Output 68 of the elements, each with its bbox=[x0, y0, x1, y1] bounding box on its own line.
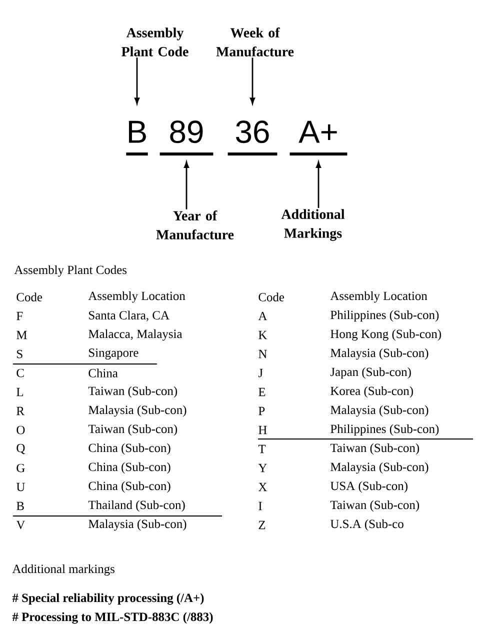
code-letter: N bbox=[258, 350, 267, 358]
code-letter: Y bbox=[258, 464, 267, 472]
location-text: Japan (Sub-con) bbox=[330, 367, 411, 379]
location-text: Hong Kong (Sub-con) bbox=[330, 329, 441, 341]
annotation-label: Year of Manufacture bbox=[156, 210, 234, 240]
location-text: Thailand (Sub-con) bbox=[88, 500, 185, 512]
table-header: Assembly Location bbox=[330, 291, 428, 303]
location-text: Philippines (Sub-con) bbox=[330, 424, 439, 436]
location-text: Malaysia (Sub-con) bbox=[88, 405, 186, 417]
location-text: Santa Clara, CA bbox=[89, 310, 170, 322]
location-text: Philippines (Sub-con) bbox=[330, 310, 439, 322]
location-text: Malaysia (Sub-con) bbox=[330, 405, 428, 417]
underlined-code-character: B bbox=[126, 120, 148, 156]
location-text: Malaysia (Sub-con) bbox=[330, 348, 428, 360]
code-letter: T bbox=[258, 444, 266, 454]
code-letter: J bbox=[258, 368, 263, 378]
code-letter: O bbox=[16, 426, 25, 434]
location-text: Korea (Sub-con) bbox=[330, 386, 413, 398]
code-letter: H bbox=[258, 426, 267, 434]
arrow bbox=[184, 162, 190, 210]
location-text: Malaysia (Sub-con) bbox=[88, 519, 186, 531]
note: # Processing to MIL-STD-883C (/883) bbox=[12, 612, 213, 624]
table-header: Assembly Location bbox=[88, 291, 186, 303]
annotation-label: Week of Manufacture bbox=[216, 28, 294, 56]
arrow bbox=[316, 162, 322, 208]
note: # Special reliability processing (/A+) bbox=[12, 593, 204, 605]
arrow bbox=[134, 58, 140, 104]
underlined-code-character: 89 bbox=[160, 120, 214, 156]
arrow bbox=[250, 58, 256, 104]
annotation-label: Assembly Plant Code bbox=[122, 28, 188, 56]
location-text: China (Sub-con) bbox=[88, 443, 170, 455]
location-text: Taiwan (Sub-con) bbox=[88, 386, 178, 398]
code-letter: I bbox=[258, 502, 262, 510]
table-header: Code bbox=[16, 292, 42, 302]
code-letter: L bbox=[16, 388, 24, 396]
code-letter: P bbox=[258, 406, 265, 416]
code-letter: U bbox=[16, 482, 25, 492]
code-letter: V bbox=[16, 520, 26, 530]
location-text: China (Sub-con) bbox=[88, 481, 170, 493]
code-letter: B bbox=[16, 502, 24, 510]
section-heading: Additional markings bbox=[12, 564, 114, 576]
section-heading: Assembly Plant Codes bbox=[14, 265, 127, 277]
location-text: USA (Sub-con) bbox=[330, 481, 408, 493]
code-letter: G bbox=[16, 464, 25, 472]
table-header: Code bbox=[258, 292, 284, 302]
code-letter: E bbox=[258, 388, 266, 396]
location-text: Taiwan (Sub-con) bbox=[330, 500, 420, 512]
code-letter: R bbox=[16, 406, 24, 416]
code-letter: C bbox=[16, 368, 24, 378]
location-text: Taiwan (Sub-con) bbox=[330, 443, 420, 455]
location-text: U.S.A (Sub-co bbox=[330, 519, 404, 531]
code-letter: K bbox=[258, 330, 268, 340]
code-letter: Q bbox=[16, 444, 25, 454]
location-text: Malaysia (Sub-con) bbox=[330, 462, 428, 474]
code-letter: F bbox=[16, 312, 23, 320]
underlined-code-character: A+ bbox=[290, 120, 348, 156]
underlined-code-character: 36 bbox=[228, 120, 278, 156]
location-text: Malacca, Malaysia bbox=[88, 329, 182, 341]
location-text: Singapore bbox=[89, 348, 138, 360]
code-letter: X bbox=[258, 482, 267, 492]
annotation-label: Additional Markings bbox=[281, 209, 345, 241]
location-text: Taiwan (Sub-con) bbox=[88, 424, 178, 436]
code-letter: M bbox=[16, 330, 27, 340]
code-letter: S bbox=[17, 350, 22, 358]
code-letter: Z bbox=[258, 520, 266, 530]
location-text: China (Sub-con) bbox=[88, 462, 170, 474]
location-text: China bbox=[88, 368, 118, 378]
code-letter: A bbox=[258, 312, 268, 320]
